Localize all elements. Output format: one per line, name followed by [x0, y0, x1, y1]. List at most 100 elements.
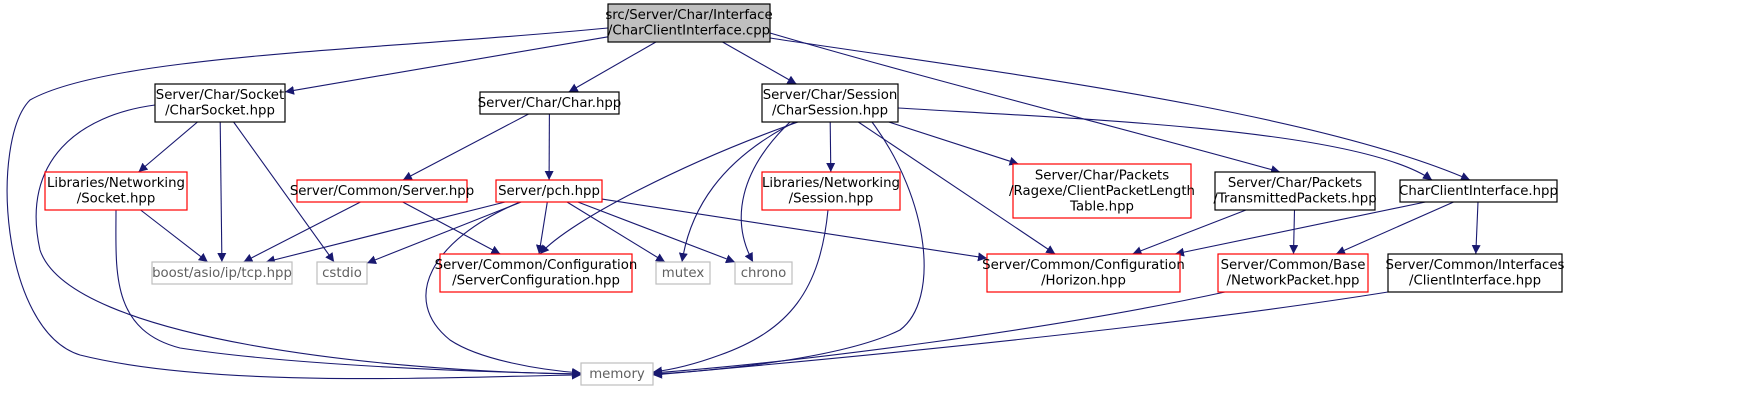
node-netpkt[interactable]: Server/Common/Base/NetworkPacket.hpp — [1217, 253, 1369, 293]
edge-line — [115, 209, 582, 379]
node-label-line: /NetworkPacket.hpp — [1226, 274, 1359, 289]
node-clientif[interactable]: Server/Common/Interfaces/ClientInterface… — [1386, 253, 1565, 293]
edge-server-to-srvconf — [402, 201, 501, 255]
node-label-line: Libraries/Networking — [762, 176, 900, 191]
edge-charsess-to-mutex — [678, 121, 796, 263]
node-box — [1399, 179, 1558, 203]
edge-line — [1289, 209, 1299, 255]
node-ragexe[interactable]: Server/Char/Packets/Ragexe/ClientPacketL… — [1009, 163, 1195, 219]
edge-line — [366, 201, 522, 264]
node-label-line: cstdio — [322, 266, 362, 281]
node-label-line: Server/Common/Configuration — [982, 258, 1185, 273]
edge-char-to-server — [402, 113, 529, 181]
edge-charsess-to-cci — [897, 107, 1433, 181]
edge-line — [1174, 201, 1426, 257]
edge-cci-to-netpkt — [1335, 201, 1454, 255]
node-box — [296, 179, 468, 203]
edge-pch-to-tcp — [265, 201, 506, 265]
node-label-line: Server/Char/Session — [763, 88, 898, 103]
edge-line — [652, 291, 1226, 377]
edge-line — [138, 121, 198, 173]
edge-line — [265, 201, 506, 265]
edge-line — [284, 36, 609, 95]
node-server[interactable]: Server/Common/Server.hpp — [290, 179, 474, 203]
edge-server-to-tcp — [243, 201, 361, 263]
edge-line — [769, 37, 1471, 181]
node-box — [439, 253, 633, 293]
edge-line — [539, 121, 799, 255]
edge-line — [652, 121, 925, 379]
node-box — [316, 261, 368, 285]
edge-root-to-charsess — [722, 41, 797, 85]
edge-libsess-to-memory — [652, 209, 829, 376]
node-horizon[interactable]: Server/Common/Configuration/Horizon.hpp — [982, 253, 1185, 293]
node-charsess[interactable]: Server/Char/Session/CharSession.hpp — [761, 83, 899, 123]
edge-line — [568, 41, 657, 93]
node-box — [761, 83, 899, 123]
node-srvconf[interactable]: Server/Common/Configuration/ServerConfig… — [435, 253, 638, 293]
node-libsess[interactable]: Libraries/Networking/Session.hpp — [761, 171, 901, 211]
node-charsock[interactable]: Server/Char/Socket/CharSocket.hpp — [154, 83, 286, 123]
node-box — [655, 261, 711, 285]
node-box — [1214, 171, 1376, 211]
node-label-line: Server/Char/Packets — [1035, 168, 1169, 183]
node-label-line: /Ragexe/ClientPacketLength — [1009, 184, 1195, 199]
node-trans[interactable]: Server/Char/Packets/TransmittedPackets.h… — [1213, 171, 1377, 211]
edge-root-to-charsock — [284, 36, 609, 95]
edge-trans-to-netpkt — [1289, 209, 1299, 255]
edge-line — [652, 209, 829, 376]
nodes-layer: src/Server/Char/Interface/CharClientInte… — [44, 3, 1565, 386]
edge-line — [566, 201, 666, 263]
node-libsock[interactable]: Libraries/Networking/Socket.hpp — [44, 171, 188, 211]
edge-charsock-to-libsock — [138, 121, 198, 173]
node-label-line: Server/Common/Interfaces — [1386, 258, 1565, 273]
edge-line — [402, 201, 501, 255]
edge-charsess-to-srvconf — [539, 121, 799, 255]
node-box — [607, 3, 771, 43]
edge-line — [35, 104, 582, 379]
node-box — [1217, 253, 1369, 293]
node-char[interactable]: Server/Char/Char.hpp — [478, 91, 622, 115]
node-box — [1012, 163, 1192, 219]
edge-line — [217, 121, 227, 263]
edge-line — [678, 121, 796, 263]
edge-line — [857, 121, 1056, 255]
edge-charsess-to-libsess — [826, 121, 836, 173]
edge-charsock-to-memory — [35, 104, 582, 379]
node-label-line: CharClientInterface.hpp — [1399, 184, 1558, 199]
node-memory: memory — [580, 362, 654, 386]
edge-libsock-to-memory — [115, 209, 582, 379]
node-label-line: boost/asio/ip/tcp.hpp — [152, 266, 292, 281]
node-label-line: Server/Char/Char.hpp — [478, 96, 622, 111]
node-pch[interactable]: Server/pch.hpp — [495, 179, 603, 203]
edge-line — [722, 41, 797, 85]
edge-line — [577, 201, 736, 264]
node-label-line: Server/Char/Packets — [1228, 176, 1362, 191]
node-mutex: mutex — [655, 261, 711, 285]
node-box — [1387, 253, 1563, 293]
node-label-line: Server/Common/Base — [1221, 258, 1366, 273]
node-label-line: mutex — [662, 266, 705, 281]
node-label-line: /Session.hpp — [789, 192, 874, 207]
edge-root-to-trans — [769, 32, 1281, 174]
node-box — [986, 253, 1181, 293]
node-label-line: Server/Common/Server.hpp — [290, 184, 474, 199]
edge-pch-to-cstdio — [366, 201, 522, 264]
node-cci[interactable]: CharClientInterface.hpp — [1399, 179, 1558, 203]
node-label-line: /CharClientInterface.cpp — [608, 24, 770, 39]
edge-clientif-to-memory — [652, 291, 1389, 379]
edge-libsock-to-tcp — [140, 209, 209, 263]
edge-line — [1132, 209, 1247, 255]
edge-charsock-to-tcp — [217, 121, 227, 263]
edge-netpkt-to-memory — [652, 291, 1226, 377]
edge-pch-to-chrono — [577, 201, 736, 264]
edge-line — [535, 201, 548, 255]
node-label-line: src/Server/Char/Interface — [605, 8, 772, 23]
node-label-line: Server/Common/Configuration — [435, 258, 638, 273]
edge-pch-to-memory — [425, 201, 582, 377]
node-label-line: Libraries/Networking — [47, 176, 185, 191]
node-label-line: /CharSession.hpp — [772, 104, 888, 119]
edge-line — [140, 209, 209, 263]
node-box — [734, 261, 793, 285]
node-box — [479, 91, 620, 115]
